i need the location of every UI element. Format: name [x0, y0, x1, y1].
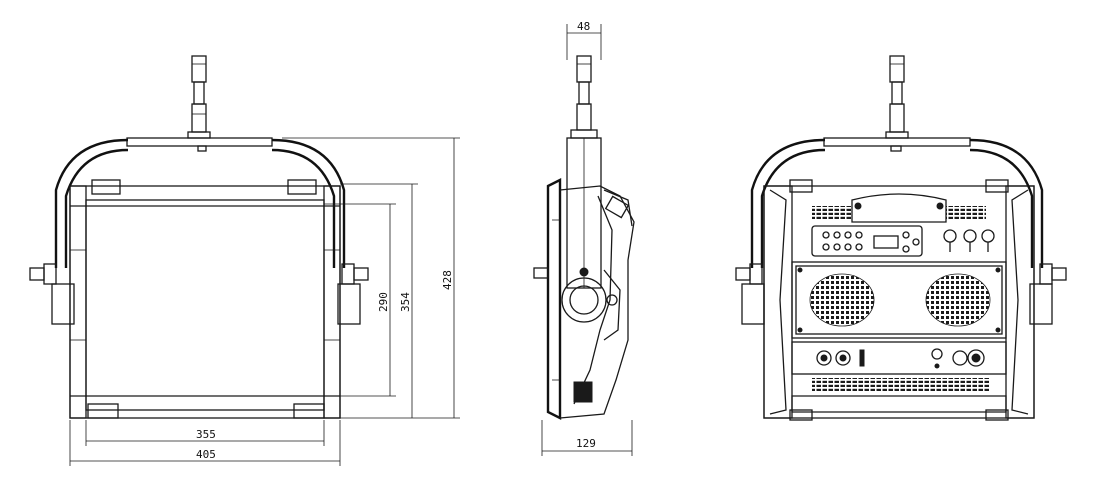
front-dimensions [69, 137, 460, 466]
side-fixture-body [533, 178, 635, 420]
rear-yoke [750, 137, 1044, 268]
side-dimensions [541, 24, 633, 456]
rear-fixture-body [763, 179, 1035, 421]
dim-front-height-panel: 290 [377, 292, 390, 312]
dim-front-width-outer: 405 [196, 448, 216, 461]
front-spigot [187, 55, 211, 139]
rear-spigot [885, 55, 909, 139]
dim-front-height-overall: 428 [441, 270, 454, 290]
rear-top-vent [812, 193, 986, 223]
side-spigot [570, 55, 598, 139]
dim-front-width-inner: 355 [196, 428, 216, 441]
dim-side-depth-top: 48 [577, 20, 590, 33]
rear-connectors [791, 341, 1007, 375]
front-view: 355 405 290 354 428 [29, 55, 460, 466]
rear-view [735, 55, 1067, 421]
front-yoke [54, 137, 346, 268]
side-yoke-arm [561, 137, 607, 323]
front-knobs [29, 263, 369, 325]
side-view: 48 129 [533, 20, 635, 456]
dim-front-height-frame: 354 [399, 292, 412, 312]
front-fixture-body [69, 179, 341, 419]
rear-bottom-vent [791, 378, 1007, 413]
dim-side-depth-base: 129 [576, 437, 596, 450]
rear-fan-grille [791, 261, 1007, 339]
rear-control-panel [811, 225, 995, 257]
